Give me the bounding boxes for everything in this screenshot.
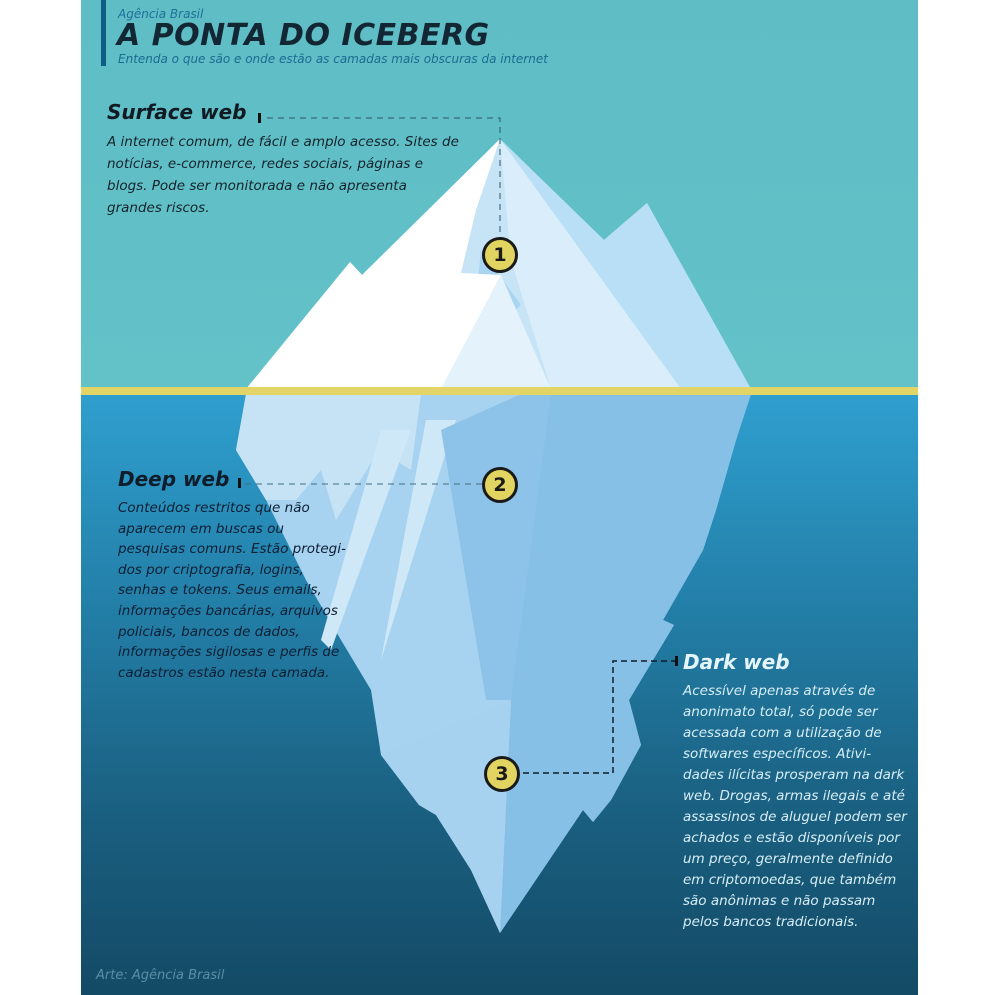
art-credit: Arte: Agência Brasil	[96, 968, 225, 983]
connector-lines	[245, 117, 677, 774]
layer-marker-1: 1	[482, 237, 518, 273]
layer-marker-2: 2	[482, 467, 518, 503]
waterline	[81, 387, 918, 395]
deep-tick-marker	[238, 478, 241, 488]
surface-tick-marker	[258, 113, 261, 123]
dark-web-description: Acessível apenas através de anonimato to…	[683, 683, 907, 930]
brand-label: Agência Brasil	[118, 7, 204, 21]
page-subtitle: Entenda o que são e onde estão as camada…	[118, 52, 548, 66]
iceberg-tip-white	[246, 139, 501, 389]
iceberg-infographic: Agência Brasil A PONTA DO ICEBERG Entend…	[81, 0, 918, 995]
page-title: A PONTA DO ICEBERG	[117, 18, 490, 53]
deep-web-title: Deep web	[118, 467, 230, 491]
layer-marker-3: 3	[484, 756, 520, 792]
surface-web-title: Surface web	[107, 100, 247, 124]
deep-web-description: Conteúdos restritos que não aparecem em …	[118, 500, 346, 681]
header-accent-bar	[101, 0, 106, 66]
dark-tick-marker	[675, 656, 678, 666]
surface-web-description: A internet comum, de fácil e amplo acess…	[107, 134, 459, 216]
dark-web-title: Dark web	[683, 650, 790, 674]
